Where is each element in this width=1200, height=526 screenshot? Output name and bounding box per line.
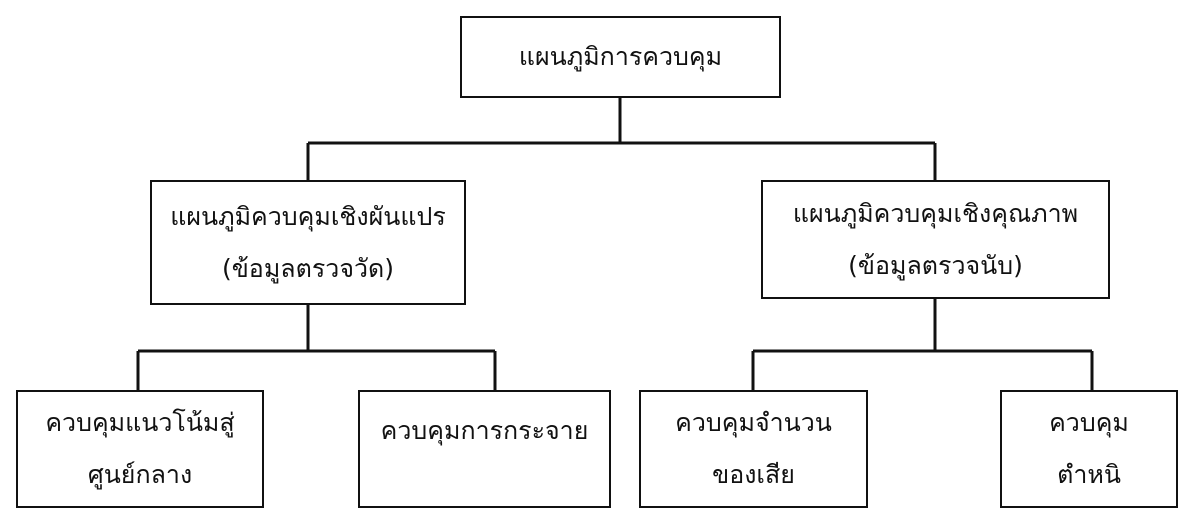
node-control-chart: แผนภูมิการควบคุม xyxy=(460,16,781,98)
node-label-line: ควบคุม xyxy=(1049,408,1129,437)
node-label-line: ตำหนิ xyxy=(1057,460,1121,489)
node-defective-count-control: ควบคุมจำนวน ของเสีย xyxy=(639,390,868,508)
node-central-tendency-control: ควบคุมแนวโน้มสู่ ศูนย์กลาง xyxy=(16,390,264,508)
node-variable-control-chart: แผนภูมิควบคุมเชิงผันแปร (ข้อมูลตรวจวัด) xyxy=(150,180,466,305)
node-defects-control: ควบคุม ตำหนิ xyxy=(1000,390,1178,508)
node-label-line: แผนภูมิควบคุมเชิงคุณภาพ xyxy=(792,198,1079,228)
node-label-line: ควบคุมแนวโน้มสู่ xyxy=(45,408,235,437)
node-dispersion-control: ควบคุมการกระจาย xyxy=(358,390,611,508)
node-label-line: แผนภูมิการควบคุม xyxy=(518,42,723,71)
node-attribute-control-chart: แผนภูมิควบคุมเชิงคุณภาพ (ข้อมูลตรวจนับ) xyxy=(761,180,1110,299)
node-label-line: ควบคุมการกระจาย xyxy=(380,416,589,445)
node-label-line: ศูนย์กลาง xyxy=(87,460,193,489)
node-label-line: ควบคุมจำนวน xyxy=(675,408,832,437)
node-label-line: (ข้อมูลตรวจนับ) xyxy=(848,250,1023,280)
node-label-line: แผนภูมิควบคุมเชิงผันแปร xyxy=(170,201,446,231)
node-label-line: (ข้อมูลตรวจวัด) xyxy=(221,253,395,283)
node-label-line: ของเสีย xyxy=(712,460,795,489)
